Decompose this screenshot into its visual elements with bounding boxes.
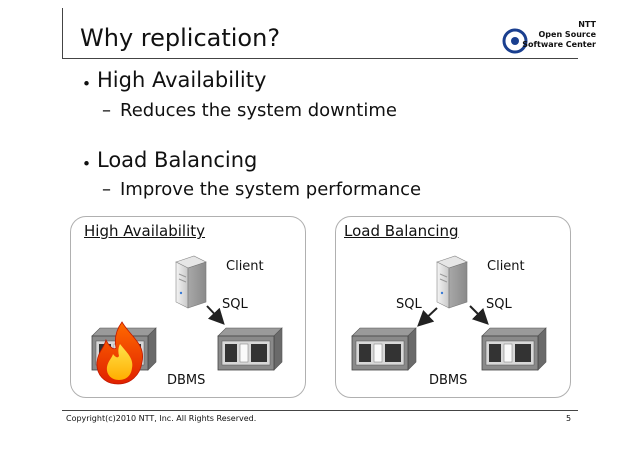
lb-sql-arrow-right bbox=[469, 305, 489, 325]
lb-dbms-server-left-icon bbox=[351, 327, 417, 371]
ha-sql-label: SQL bbox=[222, 297, 248, 312]
footer-rule bbox=[62, 410, 578, 411]
footer-copyright: Copyright(c)2010 NTT, Inc. All Rights Re… bbox=[66, 414, 257, 423]
bullet-marker-1: ・ bbox=[76, 72, 97, 96]
bullet-high-availability: High Availability bbox=[97, 68, 267, 92]
sub-marker-1: – bbox=[102, 100, 111, 121]
lb-sql-arrow-left bbox=[417, 307, 438, 327]
lb-sql-right-label: SQL bbox=[486, 297, 512, 312]
lb-client-label: Client bbox=[487, 259, 525, 274]
lb-dbms-label: DBMS bbox=[429, 373, 468, 388]
title-underline bbox=[62, 58, 578, 59]
ntt-logo: NTT Open Source Software Center bbox=[500, 18, 596, 56]
lb-client-server-icon bbox=[436, 255, 468, 309]
sub-bullet-downtime: Reduces the system downtime bbox=[120, 100, 397, 121]
logo-line-2: Open Source bbox=[538, 30, 597, 39]
sub-marker-2: – bbox=[102, 179, 111, 200]
logo-line-3: Software Center bbox=[522, 40, 596, 49]
ha-dbms-server-right-icon bbox=[217, 327, 283, 371]
ha-client-server-icon bbox=[175, 255, 207, 309]
fire-icon bbox=[96, 321, 144, 385]
bullet-marker-2: ・ bbox=[76, 152, 97, 176]
ha-panel-title: High Availability bbox=[84, 222, 206, 240]
sub-bullet-performance: Improve the system performance bbox=[120, 179, 422, 200]
lb-sql-left-label: SQL bbox=[396, 297, 422, 312]
ha-sql-arrow bbox=[206, 305, 225, 325]
logo-line-1: NTT bbox=[578, 20, 596, 29]
page-number: 5 bbox=[566, 414, 572, 423]
bullet-load-balancing: Load Balancing bbox=[97, 148, 258, 172]
ntt-logo-icon bbox=[502, 28, 528, 54]
slide-title: Why replication? bbox=[80, 24, 281, 52]
lb-dbms-server-right-icon bbox=[481, 327, 547, 371]
ha-client-label: Client bbox=[226, 259, 264, 274]
lb-panel-title: Load Balancing bbox=[344, 222, 459, 240]
title-side-rule bbox=[62, 8, 63, 58]
ha-dbms-label: DBMS bbox=[167, 373, 206, 388]
